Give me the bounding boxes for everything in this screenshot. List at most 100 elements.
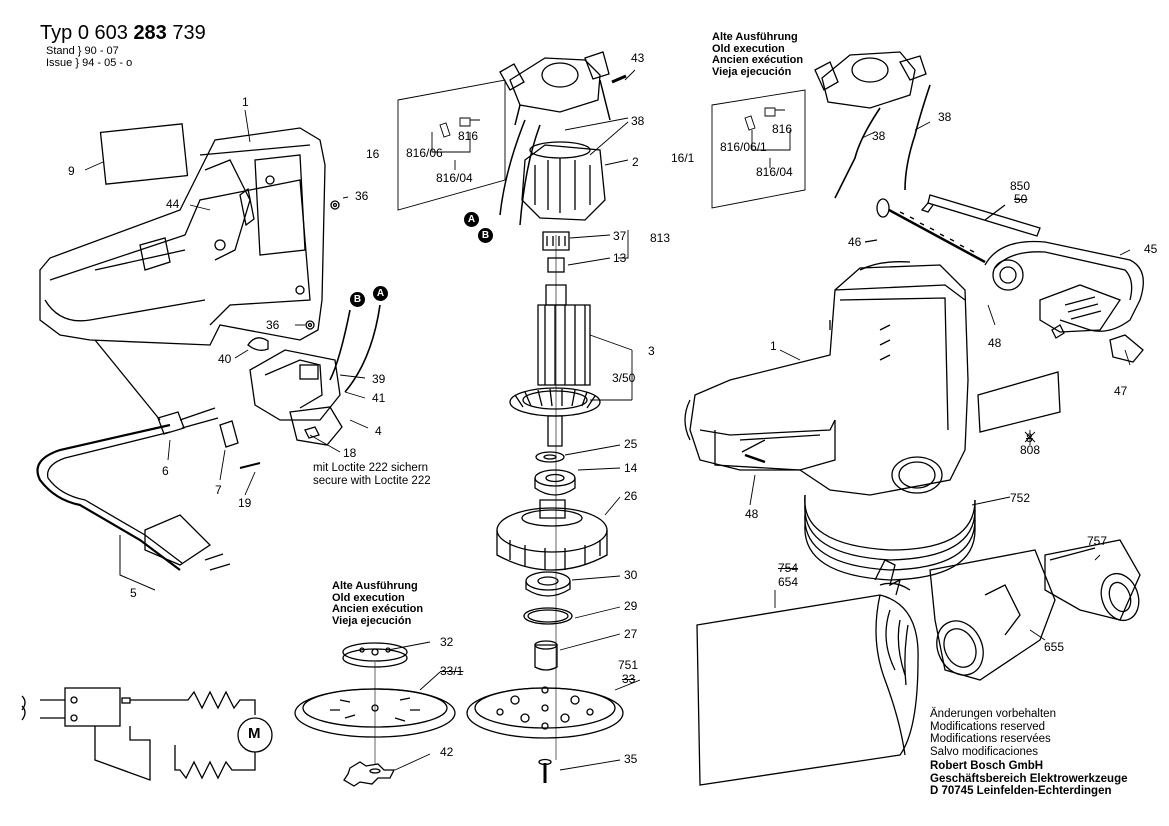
knob-47-drawing: [1109, 334, 1144, 363]
company-division: Geschäftsbereich Elektrowerkzeuge: [930, 772, 1128, 785]
part-prefix: 0 603: [77, 22, 128, 44]
label-plate-9: [99, 123, 189, 185]
callout-752: 752: [1010, 491, 1031, 505]
callout-42: 42: [440, 745, 454, 759]
mod-en: Modifications reserved: [930, 720, 1046, 733]
callout-38-left: 38: [872, 129, 886, 143]
callout-16: 16: [366, 147, 380, 161]
callout-36-upper: 36: [355, 189, 369, 203]
stand-line: Stand } 90 - 07: [46, 45, 119, 57]
right-upper-leaders: [711, 89, 931, 209]
mod-fr: Modifications reservées: [930, 733, 1051, 745]
callout-25: 25: [624, 437, 638, 451]
loctite-note: mit Loctite 222 sichern secure with Loct…: [313, 462, 431, 488]
callout-29: 29: [624, 599, 638, 613]
connector-b-badge: B: [350, 292, 365, 307]
connector-b-badge-center: B: [478, 228, 493, 243]
callout-816-04-center: 816/04: [436, 171, 473, 185]
callout-27: 27: [624, 627, 638, 641]
switch-assembly-drawing: [247, 304, 381, 446]
callout-816-06-1: 816/06/1: [720, 140, 767, 154]
stand-label: Stand: [46, 45, 75, 57]
callout-4: 4: [375, 424, 382, 438]
callout-654: 654: [778, 575, 799, 589]
callout-6: 6: [162, 464, 169, 478]
callout-36-lower: 36: [266, 318, 280, 332]
callout-40: 40: [218, 352, 232, 366]
callout-26: 26: [624, 489, 638, 503]
tool-rods-drawing: [864, 194, 1041, 264]
sander-body-drawing: [684, 261, 1061, 581]
old-exec2-de: Alte Ausführung: [332, 580, 418, 592]
old-pad-drawing: [294, 641, 456, 787]
company-address: D 70745 Leinfelden-Echterdingen: [930, 785, 1112, 797]
callout-41: 41: [372, 391, 386, 405]
callout-44: 44: [166, 197, 180, 211]
part-number-title: Typ 0 603 283 739: [40, 22, 206, 44]
adapters-drawing: [929, 539, 1141, 681]
old-exec2-fr: Ancien exécution: [332, 603, 424, 615]
callout-8: 8: [1026, 431, 1033, 445]
callout-33-1: 33/1: [440, 664, 464, 678]
stand-value: 90 - 07: [84, 45, 119, 57]
callout-39: 39: [372, 372, 386, 386]
callout-1-housing: 1: [242, 95, 249, 109]
callout-9: 9: [68, 164, 75, 178]
center-leader-lines: [397, 69, 641, 771]
old-execution-block-bottom: Alte Ausführung Old execution Ancien exé…: [332, 580, 424, 627]
loctite-de: mit Loctite 222 sichern: [313, 462, 429, 474]
callout-45: 45: [1144, 242, 1158, 256]
callout-33: 33: [622, 672, 636, 686]
company-name: Robert Bosch GmbH: [930, 760, 1044, 772]
callout-48-lower: 48: [745, 507, 759, 521]
callout-816-center: 816: [458, 129, 479, 143]
wiring-schematic-drawing: [21, 687, 273, 781]
mod-es: Salvo modificaciones: [930, 745, 1039, 758]
part-bold: 283: [133, 22, 167, 44]
connector-a-badge-center: A: [464, 212, 479, 227]
callout-14: 14: [624, 461, 638, 475]
dust-bag-drawing: [696, 559, 919, 786]
callout-48-upper: 48: [988, 336, 1002, 350]
connector-a-badge: A: [373, 286, 388, 301]
callout-13: 13: [613, 251, 627, 265]
callout-754: 754: [778, 561, 799, 575]
old-exec-fr: Ancien exécution: [712, 54, 804, 66]
callout-32: 32: [440, 635, 454, 649]
old-exec2-en: Old execution: [332, 591, 405, 604]
company-block: Robert Bosch GmbH Geschäftsbereich Elekt…: [930, 760, 1128, 798]
callout-30: 30: [624, 568, 638, 582]
callout-47: 47: [1114, 384, 1128, 398]
power-cord-drawing: [36, 339, 261, 591]
callout-816-06: 816/06: [406, 146, 443, 160]
callout-46: 46: [848, 235, 862, 249]
callout-3-50: 3/50: [612, 371, 636, 385]
label-plate-8: [977, 371, 1061, 433]
callout-7: 7: [215, 483, 222, 497]
loctite-en: secure with Loctite 222: [313, 475, 431, 487]
callout-3: 3: [648, 344, 655, 358]
callout-655: 655: [1044, 640, 1065, 654]
motor-symbol-label: M: [248, 725, 261, 742]
callout-816-right: 816: [772, 122, 793, 136]
callout-37: 37: [613, 229, 627, 243]
screw-36-drawing: [330, 200, 340, 210]
mod-de: Änderungen vorbehalten: [930, 708, 1056, 720]
callout-38-right: 38: [938, 110, 952, 124]
callout-816-04-right: 816/04: [756, 165, 793, 179]
callout-2: 2: [632, 155, 639, 169]
callout-38: 38: [631, 114, 645, 128]
callout-19: 19: [238, 496, 252, 510]
old-exec-de: Alte Ausführung: [712, 31, 798, 43]
callout-5: 5: [130, 586, 137, 600]
callout-808: 808: [1020, 443, 1041, 457]
callout-35: 35: [624, 752, 638, 766]
body-leader-lines: [749, 304, 1036, 608]
callout-18: 18: [343, 446, 357, 460]
callout-1-body: 1: [770, 339, 777, 353]
old-exec2-es: Vieja ejecución: [332, 614, 412, 627]
old-execution-block-top: Alte Ausführung Old execution Ancien exé…: [712, 31, 804, 78]
side-handle-drawing: [984, 240, 1144, 366]
left-leader-lines: [84, 109, 369, 496]
